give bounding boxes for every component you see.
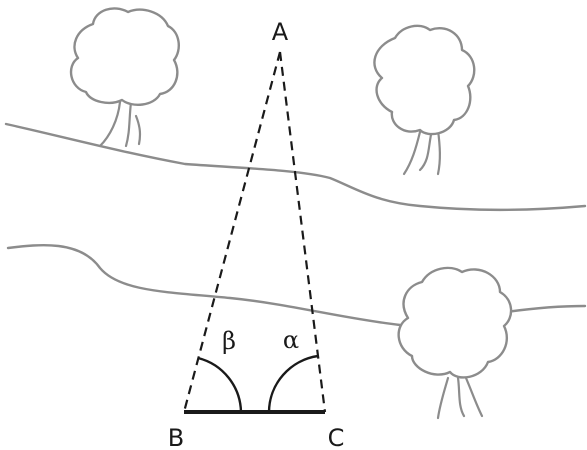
angle-arc-beta	[197, 356, 243, 413]
tree-bottom-right	[397, 266, 513, 420]
angle-beta-label: β	[222, 327, 236, 355]
point-b-label: B	[168, 424, 184, 450]
far-river-bank	[4, 122, 587, 211]
tree-top-left	[69, 7, 180, 148]
angle-arc-alpha	[267, 354, 319, 413]
sight-line-ab	[182, 51, 282, 413]
sight-line-ac	[278, 51, 327, 413]
near-river-bank-right	[504, 304, 587, 314]
tree-top-right	[373, 24, 476, 176]
point-c-label: C	[328, 424, 345, 450]
point-a-label: A	[272, 18, 289, 46]
near-river-bank	[6, 243, 402, 327]
angle-alpha-label: α	[283, 326, 299, 354]
